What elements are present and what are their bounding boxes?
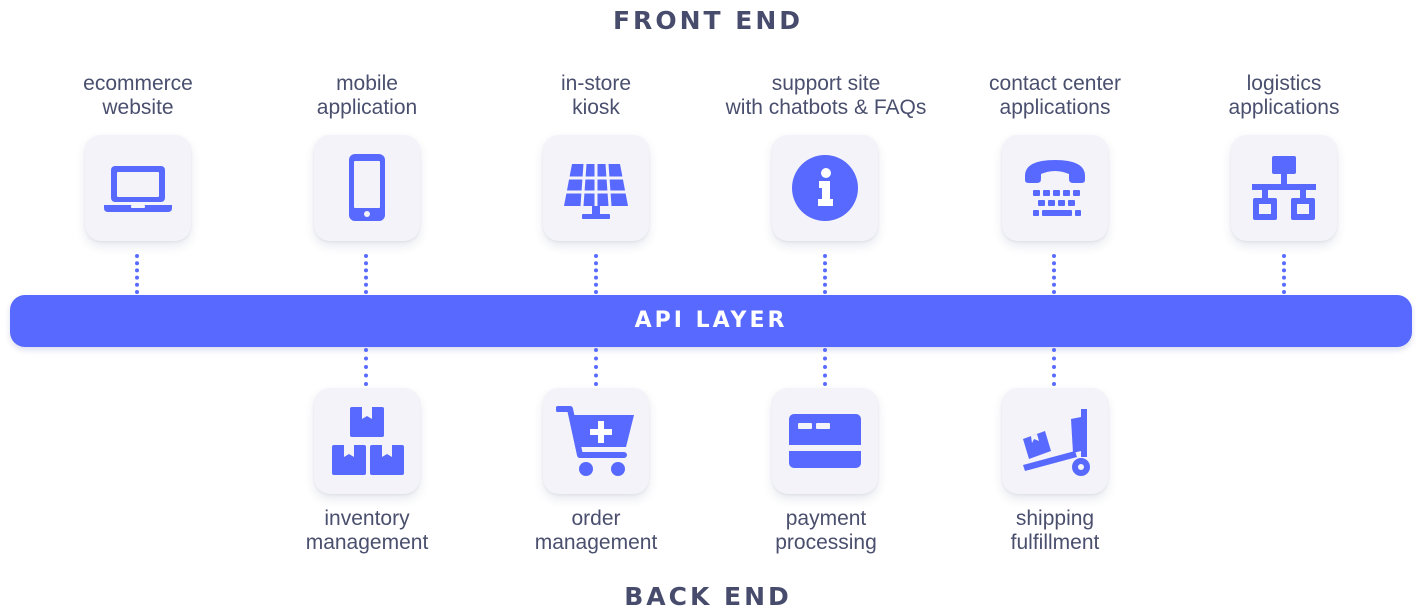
connector-payment (823, 348, 827, 386)
support-tile (772, 135, 878, 241)
network-icon (1252, 156, 1316, 220)
connector-inventory (364, 348, 368, 386)
back-label-inventory: inventory management (305, 507, 429, 554)
front-label-ecommerce: ecommerce website (83, 72, 193, 119)
credit-card-icon (789, 414, 861, 468)
connector-support (823, 254, 827, 294)
front-label-logistics: logistics applications (1228, 72, 1340, 119)
back-label-shipping: shipping fulfillment (1010, 507, 1100, 554)
payment-tile (772, 388, 878, 494)
front-label-mobile: mobile application (316, 72, 418, 119)
connector-order (594, 348, 598, 386)
hand-truck-icon (1023, 409, 1090, 476)
kiosk-screen-icon (564, 163, 628, 219)
ecommerce-tile (85, 135, 191, 241)
front-label-kiosk: in-store kiosk (560, 72, 632, 119)
cart-add-icon (556, 406, 634, 476)
connector-shipping (1052, 348, 1056, 386)
contact-center-tile (1002, 135, 1108, 241)
connector-mobile (364, 254, 368, 294)
smartphone-icon (349, 154, 385, 221)
order-tile (543, 388, 649, 494)
logistics-tile (1231, 135, 1337, 241)
front-label-support: support site with chatbots & FAQs (725, 72, 927, 119)
telephone-icon (1025, 160, 1085, 216)
connector-contact-center (1052, 254, 1056, 294)
front-label-contact-center: contact center applications (989, 72, 1121, 119)
inventory-tile (314, 388, 420, 494)
mobile-tile (314, 135, 420, 241)
boxes-icon (332, 407, 404, 475)
back-end-title: BACK END (624, 582, 792, 611)
back-label-payment: payment processing (775, 507, 877, 554)
connector-logistics (1282, 254, 1286, 294)
back-label-order: order management (534, 507, 658, 554)
info-icon (792, 155, 858, 221)
shipping-tile (1002, 388, 1108, 494)
api-layer-bar: API LAYER (10, 295, 1412, 347)
connector-ecommerce (135, 254, 139, 294)
connector-kiosk (594, 254, 598, 294)
front-end-title: FRONT END (612, 6, 803, 35)
kiosk-tile (543, 135, 649, 241)
api-layer-label: API LAYER (634, 308, 788, 333)
laptop-icon (104, 166, 172, 212)
